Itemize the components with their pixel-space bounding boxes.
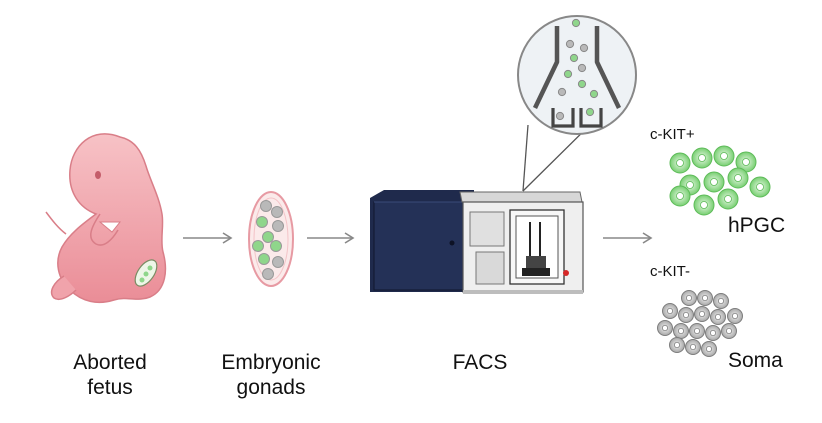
soma-cell [705, 325, 721, 341]
soma-cell [689, 323, 705, 339]
zoom-cell [563, 69, 573, 79]
soma-cell [669, 337, 685, 353]
gonad-cell [272, 256, 284, 268]
soma-cell [673, 323, 689, 339]
hpgc-label: hPGC [728, 214, 786, 237]
zoom-cell [577, 63, 587, 73]
fetus-illustration [45, 133, 167, 303]
gonad-cell [260, 200, 272, 212]
zoom-cells [555, 18, 599, 121]
gonad-cell [258, 253, 270, 265]
pgc-cell [691, 147, 713, 169]
soma-cell [657, 320, 673, 336]
pgc-cell [749, 176, 771, 198]
arrow-gonads-to-facs [307, 232, 355, 244]
arrow-facs-to-outputs [603, 232, 653, 244]
soma-cell [662, 303, 678, 319]
soma-cell [710, 309, 726, 325]
zoom-cell [569, 53, 579, 63]
ckit-negative-label: c-KIT- [650, 263, 690, 280]
gonad-cell [262, 268, 274, 280]
gonad-cell [272, 220, 284, 232]
zoom-cell [577, 79, 587, 89]
soma-cell [713, 293, 729, 309]
pgc-cell [717, 188, 739, 210]
soma-cell [721, 323, 737, 339]
soma-cell [697, 290, 713, 306]
zoom-inset [517, 15, 637, 135]
pgc-cell [669, 152, 691, 174]
soma-cell [678, 307, 694, 323]
soma-cell [694, 306, 710, 322]
fetus-label: Aborted fetus [55, 350, 165, 400]
zoom-cell [579, 43, 589, 53]
pgc-cell [693, 194, 715, 216]
soma-cell [685, 339, 701, 355]
zoom-cell [571, 18, 581, 28]
zoom-cell [555, 111, 565, 121]
zoom-cell [565, 39, 575, 49]
gonad-cell [270, 240, 282, 252]
pgc-cell [735, 151, 757, 173]
soma-cell [681, 290, 697, 306]
pgc-cell [713, 145, 735, 167]
fetus-label-line2: fetus [87, 376, 133, 399]
gonads-label-line2: gonads [236, 376, 306, 399]
gonads-label: Embryonic gonads [206, 350, 336, 400]
gonad-cell [262, 231, 274, 243]
soma-cell-cluster [657, 290, 743, 357]
hpgc-cell-cluster [669, 145, 771, 216]
gonad-cell [256, 216, 268, 228]
facs-label-text: FACS [452, 351, 508, 374]
gonad-cell [271, 206, 283, 218]
gonad-cells [252, 200, 284, 280]
pgc-cell [727, 167, 749, 189]
pgc-cell [703, 171, 725, 193]
facs-label: FACS [430, 350, 530, 375]
zoom-cell [589, 89, 599, 99]
gonads-label-line1: Embryonic [221, 351, 321, 374]
fetus-label-line1: Aborted [73, 351, 147, 374]
facs-machine [370, 190, 584, 294]
gonad-cell [252, 240, 264, 252]
soma-cell [701, 341, 717, 357]
arrow-fetus-to-gonads [183, 232, 233, 244]
soma-cell [727, 308, 743, 324]
zoom-cell [557, 87, 567, 97]
ckit-positive-label: c-KIT+ [650, 126, 695, 143]
zoom-cell [585, 107, 595, 117]
fetus-gonad [134, 259, 158, 287]
soma-label: Soma [728, 349, 783, 372]
pgc-cell [669, 185, 691, 207]
